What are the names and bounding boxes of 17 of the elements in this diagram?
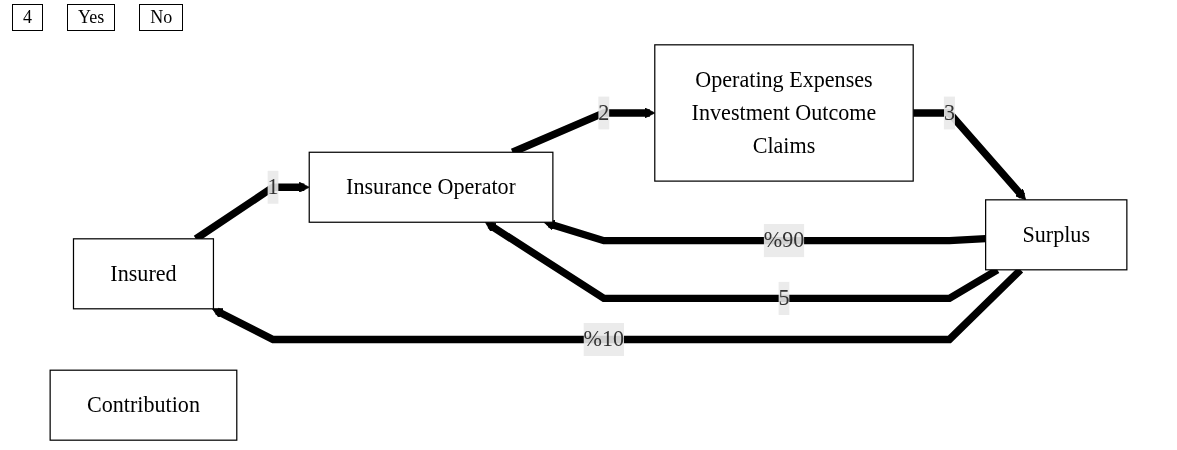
edge-label: %90 xyxy=(763,227,805,253)
edge-label: 2 xyxy=(598,100,610,125)
arrow xyxy=(543,219,986,245)
arrow xyxy=(484,221,1000,303)
edge-label: 5 xyxy=(778,285,790,311)
edge-label: 3 xyxy=(943,100,955,125)
node-box: Insurance Operator xyxy=(308,151,554,223)
note-label: No xyxy=(139,4,184,31)
node-box: Contribution xyxy=(49,369,238,441)
note-label: Yes xyxy=(67,4,116,31)
note-label: 4 xyxy=(12,4,43,31)
edge-label: %10 xyxy=(583,326,625,352)
node-box: Surplus xyxy=(985,199,1128,271)
node-box: Operating Expenses Investment Outcome Claims xyxy=(654,44,914,182)
node-box: Insured xyxy=(72,238,215,310)
arrow xyxy=(913,109,1027,201)
edge-label: 1 xyxy=(267,174,279,199)
